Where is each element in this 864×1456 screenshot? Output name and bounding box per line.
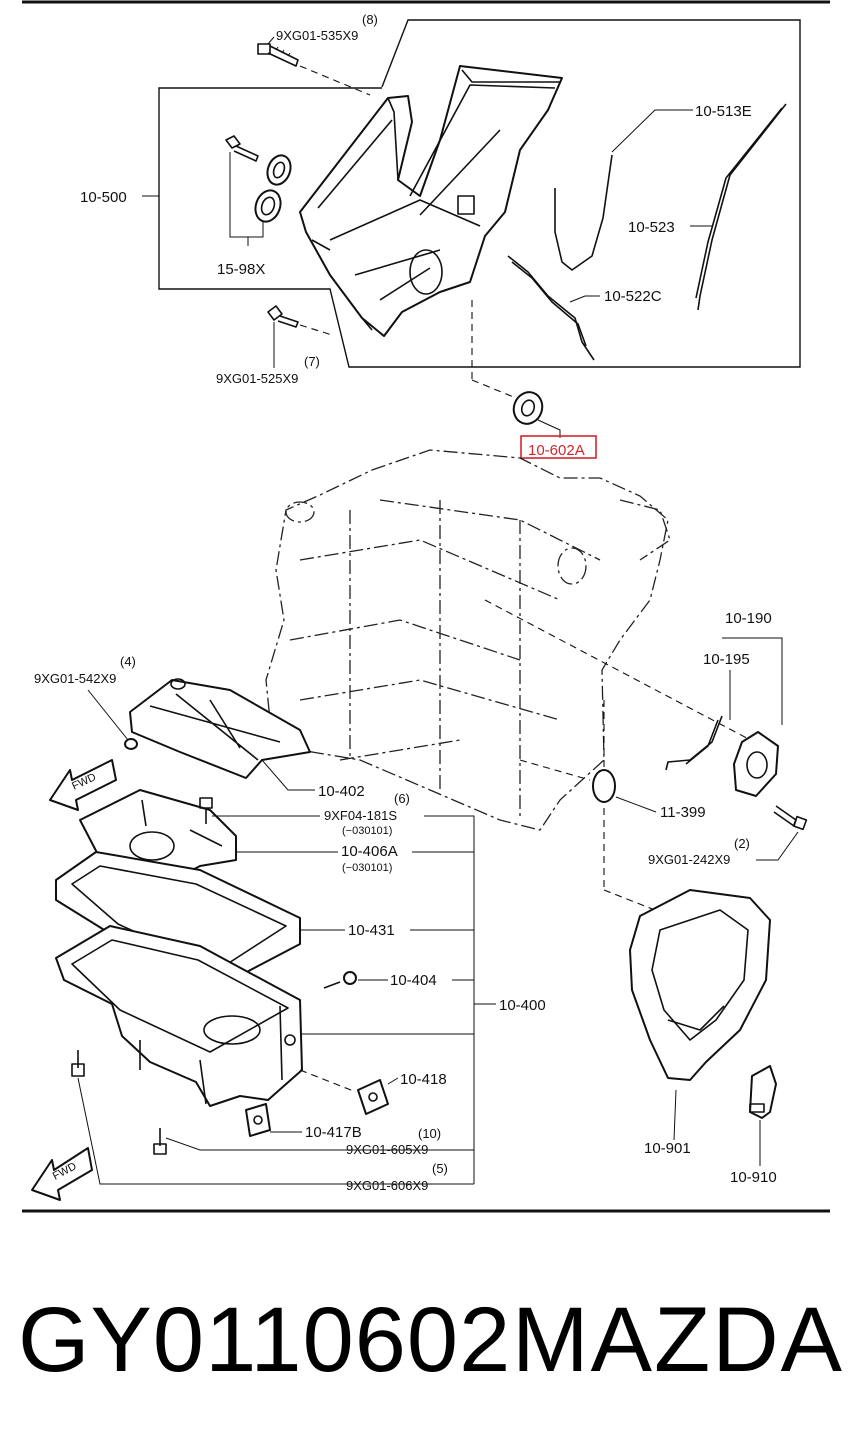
note-1: (−030101) xyxy=(342,825,392,837)
plug-icon xyxy=(592,769,616,803)
engine-block-outline xyxy=(265,449,671,831)
fwd-arrow-2-icon: FWD xyxy=(31,1147,93,1201)
callout-2: (2) xyxy=(734,836,750,851)
gasket-523-icon xyxy=(697,103,787,311)
oil-seal-icon xyxy=(512,391,544,425)
baffle-icon xyxy=(129,678,311,779)
label-cover-418: 10-418 xyxy=(400,1071,447,1088)
bolt-606-icon xyxy=(71,1050,85,1077)
label-oil-seal: 10-602A xyxy=(528,442,585,459)
label-bolt-242: 9XG01-242X9 xyxy=(648,852,730,867)
label-rear-gasket: 10-195 xyxy=(703,651,750,668)
label-end-plate: 10-901 xyxy=(644,1140,691,1157)
label-rear-seal-assy: 10-190 xyxy=(725,610,772,627)
label-bolt-535: 9XG01-535X9 xyxy=(276,28,358,43)
label-pan-gasket: 10-431 xyxy=(348,922,395,939)
callout-8: (8) xyxy=(362,12,378,27)
callout-4: (4) xyxy=(120,654,136,669)
highlight-box xyxy=(520,435,597,459)
bolt-542-icon xyxy=(124,738,138,750)
callout-7: (7) xyxy=(304,354,320,369)
bracket-icon xyxy=(749,1065,777,1119)
oil-pan-icon xyxy=(55,925,303,1107)
label-cover-417b: 10-417B xyxy=(305,1124,362,1141)
seal-kit-icon xyxy=(225,135,292,223)
rear-seal-icon xyxy=(733,731,779,797)
label-seal-kit: 15-98X xyxy=(217,261,265,278)
label-bolt-181s: 9XF04-181S xyxy=(324,808,397,823)
label-bolt-606: 9XG01-606X9 xyxy=(346,1178,428,1193)
cover-417b-icon xyxy=(245,1103,271,1137)
cover-418-icon xyxy=(357,1079,389,1115)
label-bracket: 10-910 xyxy=(730,1169,777,1186)
bolt-242-icon xyxy=(773,805,808,831)
end-plate-icon xyxy=(629,889,771,1081)
part-number: GY0110602 xyxy=(18,1289,512,1391)
note-2: (−030101) xyxy=(342,862,392,874)
bolt-605-icon xyxy=(153,1128,167,1155)
rear-gasket-icon xyxy=(665,715,723,771)
fwd-arrow-icon: FWD xyxy=(49,759,117,811)
drain-plug-icon xyxy=(323,971,357,989)
callout-10: (10) xyxy=(418,1126,441,1141)
callout-6: (6) xyxy=(394,791,410,806)
footer: GY0110602 MAZDA xyxy=(0,1285,864,1405)
timing-cover-icon xyxy=(299,65,563,337)
cover-group-frame xyxy=(158,19,801,368)
gasket-522c-icon xyxy=(507,255,595,361)
label-oil-pan: 10-400 xyxy=(499,997,546,1014)
label-plate: 10-406A xyxy=(341,843,398,860)
label-baffle: 10-402 xyxy=(318,783,365,800)
label-gasket-522c: 10-522C xyxy=(604,288,662,305)
label-bolt-542: 9XG01-542X9 xyxy=(34,671,116,686)
label-drain-plug: 10-404 xyxy=(390,972,437,989)
label-bolt-605: 9XG01-605X9 xyxy=(346,1142,428,1157)
bolt-181s-icon xyxy=(199,797,213,824)
pan-gasket-icon xyxy=(55,851,301,987)
brand-name: MAZDA xyxy=(512,1289,844,1391)
gasket-513e-icon xyxy=(554,154,613,271)
label-gasket-513e: 10-513E xyxy=(695,103,752,120)
bolt-535-icon xyxy=(257,43,299,67)
label-gasket-523: 10-523 xyxy=(628,219,675,236)
label-bolt-525: 9XG01-525X9 xyxy=(216,371,298,386)
label-cover: 10-500 xyxy=(80,189,127,206)
label-plug: 11-399 xyxy=(660,804,706,821)
callout-5: (5) xyxy=(432,1161,448,1176)
bolt-525-icon xyxy=(267,305,299,328)
